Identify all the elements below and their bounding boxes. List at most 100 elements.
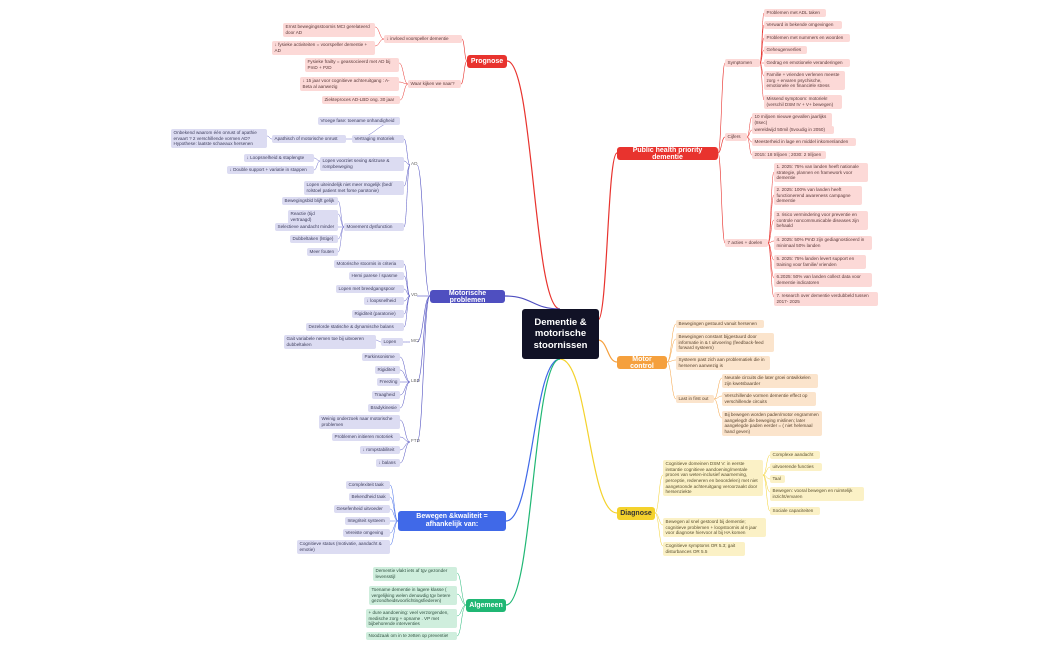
bewegen-item[interactable]: Cognitieve status (motivatie, aandacht &…	[297, 540, 390, 554]
actie-item[interactable]: 1. 2025: 75% van landen heeft nationale …	[774, 163, 868, 183]
mci-lopen[interactable]: Lopen	[381, 338, 403, 346]
motoriek-ftd[interactable]: FTD	[411, 438, 420, 443]
lbd-item[interactable]: Traagheid	[372, 391, 400, 399]
ad-group[interactable]: Movement dysfunction	[344, 223, 404, 231]
motoriek-ad[interactable]: AD	[411, 161, 418, 166]
symptoom-item[interactable]: Geheugenverlies	[764, 46, 807, 54]
prognose-invloed[interactable]: ↓ invloed voorspeller dementie	[384, 35, 462, 43]
branch-prognose[interactable]: Prognose	[467, 55, 507, 68]
branch-algemeen[interactable]: Algemeen	[466, 599, 506, 612]
cijfer-item[interactable]: 10 miljoen nieuwe gevallen jaarlijks (8s…	[752, 113, 832, 127]
actie-item[interactable]: 2. 2025: 100% van landen heeft functione…	[774, 186, 862, 206]
ftd-item[interactable]: Problemen initieren motoriek	[332, 433, 400, 441]
symptoom-item[interactable]: Familie + vrienden verlenen meeste zorg …	[764, 71, 845, 91]
motor-item[interactable]: Systeem past zich aan problematiek die i…	[676, 356, 770, 370]
symptoom-item[interactable]: Problemen met ADL taken	[764, 9, 826, 17]
connector-line	[389, 496, 399, 522]
vd-item[interactable]: Hemi parese / spasme	[349, 272, 404, 280]
domain-item[interactable]: Bewegen: vooral bewegen en ruimtelijk in…	[770, 487, 864, 501]
actie-item[interactable]: 4. 2025: 50% PmD zijn gediagnosticeerd i…	[774, 236, 872, 250]
domain-item[interactable]: uitvoerende functies	[770, 463, 822, 471]
prognose-waar-item[interactable]: Fysieke frailty = geassocieerd met AD bi…	[305, 58, 399, 72]
prognose-waar-item[interactable]: ↓ 15 jaar voor cognitieve achteruitgang …	[300, 77, 399, 91]
actie-item[interactable]: 5. 2025: 75% landen levert support en tr…	[774, 255, 866, 269]
motoriek-lbd[interactable]: LBD	[411, 378, 420, 383]
ad-item[interactable]: Apathisch of motorische onrust	[272, 135, 346, 143]
domain-item[interactable]: Taal	[770, 475, 785, 483]
symptoom-item[interactable]: Missend symptoom: motoriek! (verschil DS…	[764, 95, 842, 109]
actie-item[interactable]: 6.2025: 50% van landen collect data voor…	[774, 273, 872, 287]
ad-item[interactable]: Reactie (tijd vertraagd)	[288, 210, 338, 224]
motor-lifo[interactable]: Last in first out	[676, 395, 714, 403]
lbd-item[interactable]: Freezing	[377, 378, 400, 386]
bewegen-item[interactable]: Bekendheid taak	[349, 493, 390, 501]
ad-group[interactable]: Lopen voorziet sexing &ritzuse & rompbew…	[320, 157, 404, 171]
algemeen-item[interactable]: Dementie vlakt iets af tgv gezonder leve…	[373, 567, 457, 581]
vd-item[interactable]: Lopen met breedgangspoor	[336, 285, 404, 293]
motor-item[interactable]: Bewegingen gestuurd vanuit hersenen	[676, 320, 764, 328]
motoriek-vd[interactable]: VD	[411, 292, 418, 297]
root-node[interactable]: Dementie & motorische stoornissen	[522, 309, 599, 359]
prognose-invloed-item[interactable]: ↓ fysieke activiteiten = voorspeller dem…	[272, 41, 375, 55]
vd-item[interactable]: ↓ loopsnelheid	[364, 297, 404, 305]
diagnose-dsm[interactable]: Cognitieve domeinen DSM V: in eerste ins…	[663, 460, 763, 496]
branch-public-health[interactable]: Public health priority dementie	[617, 147, 718, 161]
lifo-item[interactable]: Bij bewegen worden paden/motor engrammen…	[722, 411, 822, 436]
actie-item[interactable]: 7. research over dementie verdubbeld tus…	[774, 292, 878, 306]
ad-item[interactable]: Bewegingsbld blijft gelijk	[282, 197, 338, 205]
cijfer-item[interactable]: Meesterheid in lage en middel inkomenlan…	[752, 138, 856, 146]
ftd-item[interactable]: Weinig onderzoek naar motorische problem…	[319, 415, 400, 429]
bewegen-item[interactable]: Vereiste omgeving	[343, 529, 390, 537]
branch-motorische-label: Motorische problemen	[448, 289, 487, 304]
algemeen-item[interactable]: + dure aandoening: veel verzorgenden, me…	[366, 609, 457, 629]
cijfer-item[interactable]: wereldwijd 50mil (5voudig in 2050)	[752, 126, 834, 134]
lbd-item[interactable]: Bradykinesie	[368, 404, 400, 412]
algemeen-item[interactable]: Toename dementie in lagere klasse ( verg…	[369, 586, 457, 606]
branch-motor-control[interactable]: Motor control	[617, 356, 667, 370]
ftd-item[interactable]: ↓ balans	[376, 459, 400, 467]
symptoom-item[interactable]: Problemen met nummers en woorden	[764, 34, 850, 42]
ad-item[interactable]: ↓ Double support + variatie in stappen	[227, 166, 314, 174]
domain-item[interactable]: Complexe aandacht	[770, 451, 820, 459]
connector-line	[403, 275, 411, 297]
branch-motorische-problemen[interactable]: Motorische problemen	[430, 289, 505, 304]
ad-apathisch-note[interactable]: Onbekend waarom één onrust of apathie er…	[171, 129, 267, 149]
branch-diagnose[interactable]: Diagnose	[617, 507, 655, 520]
ad-item[interactable]: Selectieve aandacht minder	[275, 223, 338, 231]
prognose-waar-item[interactable]: Ziekteproces AD-LBD ong. 30 jaar	[322, 96, 400, 104]
bewegen-item[interactable]: Complexiteit taak	[346, 481, 390, 489]
vd-item[interactable]: Rigiditeit (paratonie)	[352, 310, 404, 318]
ad-item[interactable]: Dubbeltaken (lstige)	[290, 235, 338, 243]
motoriek-mci[interactable]: MCI	[411, 338, 420, 343]
diagnose-item[interactable]: Bewegen al snel gestoord bij dementie; c…	[663, 518, 766, 538]
ad-item[interactable]: Meer fouten	[307, 248, 338, 256]
vd-item[interactable]: Dezelorde statische & dynamische balans	[306, 323, 404, 331]
ftd-item[interactable]: ↓ rompstabiliteit	[360, 446, 400, 454]
ad-item[interactable]: ↓ Loopsnelheid & staplengte	[244, 154, 314, 162]
prognose-waar[interactable]: Waar kijken we naar?	[408, 80, 461, 88]
diagnose-item[interactable]: Cognitieve symptoms OR 5.3; gait disturb…	[663, 542, 745, 556]
vd-item[interactable]: Motorische stoornis in criteria	[334, 260, 404, 268]
mci-item[interactable]: Gait variabele nemen toe bij uitvoeren d…	[284, 335, 376, 349]
symptoom-item[interactable]: Gedrag en emotionele veranderingen	[764, 59, 850, 67]
public-symptomen[interactable]: Symptomen	[725, 59, 760, 67]
lifo-item[interactable]: Verschillende vormen dementie effect op …	[722, 392, 816, 406]
cijfer-item[interactable]: 2015: 18 triljoen ; 2030: 2 triljoen	[752, 151, 826, 159]
public-acties[interactable]: 7 acties + doelen	[725, 239, 768, 247]
lbd-item[interactable]: Rigiditeit	[375, 366, 400, 374]
lbd-item[interactable]: Parkinsonisme	[362, 353, 400, 361]
ad-item[interactable]: Vroege fase: toename onhandigheid	[318, 117, 400, 125]
ad-lopen-extra[interactable]: Lopen uiteindelijk niet meer mogelijk (b…	[304, 181, 404, 195]
motor-item[interactable]: Bewegingen constant bijgestuurd door inf…	[676, 333, 774, 353]
public-cijfers[interactable]: Cijfers	[725, 133, 747, 141]
domain-item[interactable]: Sociale capaciteiten	[770, 507, 820, 515]
branch-bewegen[interactable]: Bewegen &kwaliteit = afhankelijk van:	[398, 511, 506, 531]
bewegen-item[interactable]: Gesefenheid uitvoeder	[334, 505, 390, 513]
actie-item[interactable]: 3. risico vermindering voor preventie en…	[774, 211, 868, 231]
ad-group[interactable]: Vertraging motoriek	[352, 135, 404, 143]
lifo-item[interactable]: Neurale circuits die later groei ontwikk…	[722, 374, 818, 388]
symptoom-item[interactable]: Verward in bekende omgevingen	[764, 21, 842, 29]
bewegen-item[interactable]: Integriteit systeem	[345, 517, 390, 525]
prognose-invloed-item[interactable]: Ernst bewegingsstoornis MCI gerelateerd …	[283, 23, 375, 37]
algemeen-item[interactable]: Noodzaak om in te zetten op preventie!	[366, 632, 457, 640]
